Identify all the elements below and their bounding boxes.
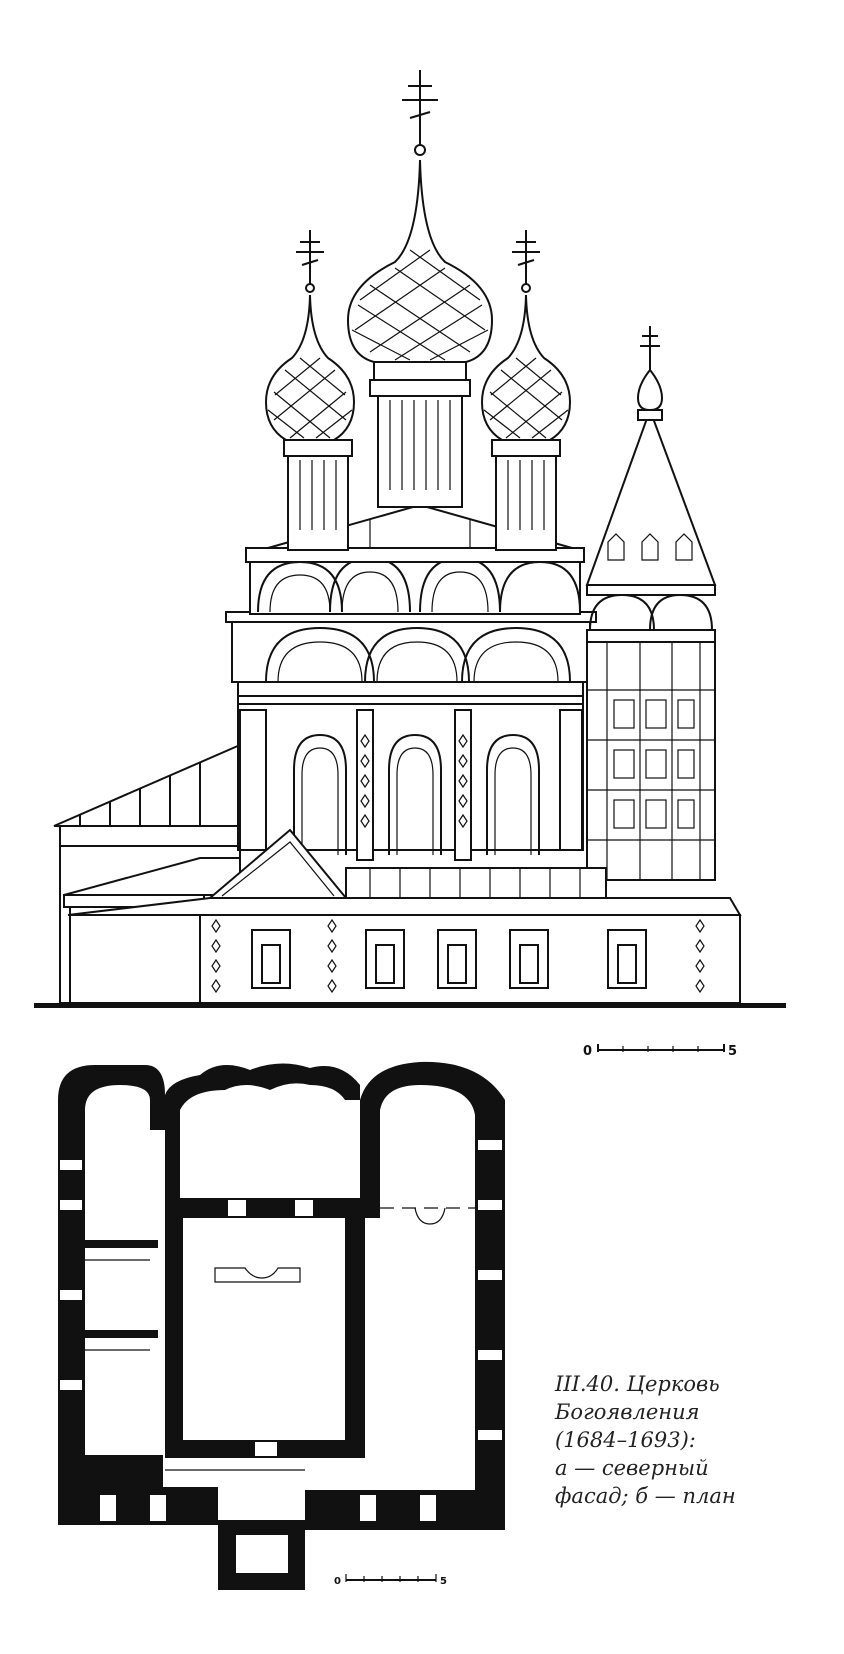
bell-tower [585,326,717,881]
plan-walls [58,1061,505,1590]
main-volume [237,679,584,861]
facade-scale-zero: 0 [583,1044,592,1059]
plan-details [85,1207,475,1471]
plan-scale-bar: 0 5 [334,1574,447,1587]
caption-line: фасад; б — план [555,1484,736,1508]
caption-line: а — северный [555,1456,709,1480]
north-facade-drawing: 0 5 [34,70,786,1059]
facade-scale-bar: 0 5 [583,1044,737,1059]
central-dome [346,70,494,508]
ground-line [34,1003,786,1008]
caption-line: (1684–1693): [555,1428,696,1452]
facade-scale-five: 5 [728,1044,737,1059]
caption-line: III.40. Церковь [555,1372,720,1396]
caption-line: Богоявления [555,1400,700,1424]
plan-scale-five: 5 [440,1576,447,1587]
right-dome [480,230,572,551]
zakomara-lower-tier [225,611,597,683]
left-dome [264,230,356,551]
plan-scale-zero: 0 [334,1576,341,1587]
plan-openings [60,1140,502,1521]
lower-gallery [67,828,742,1004]
figure-caption: III.40. Церковь Богоявления (1684–1693):… [555,1370,815,1510]
